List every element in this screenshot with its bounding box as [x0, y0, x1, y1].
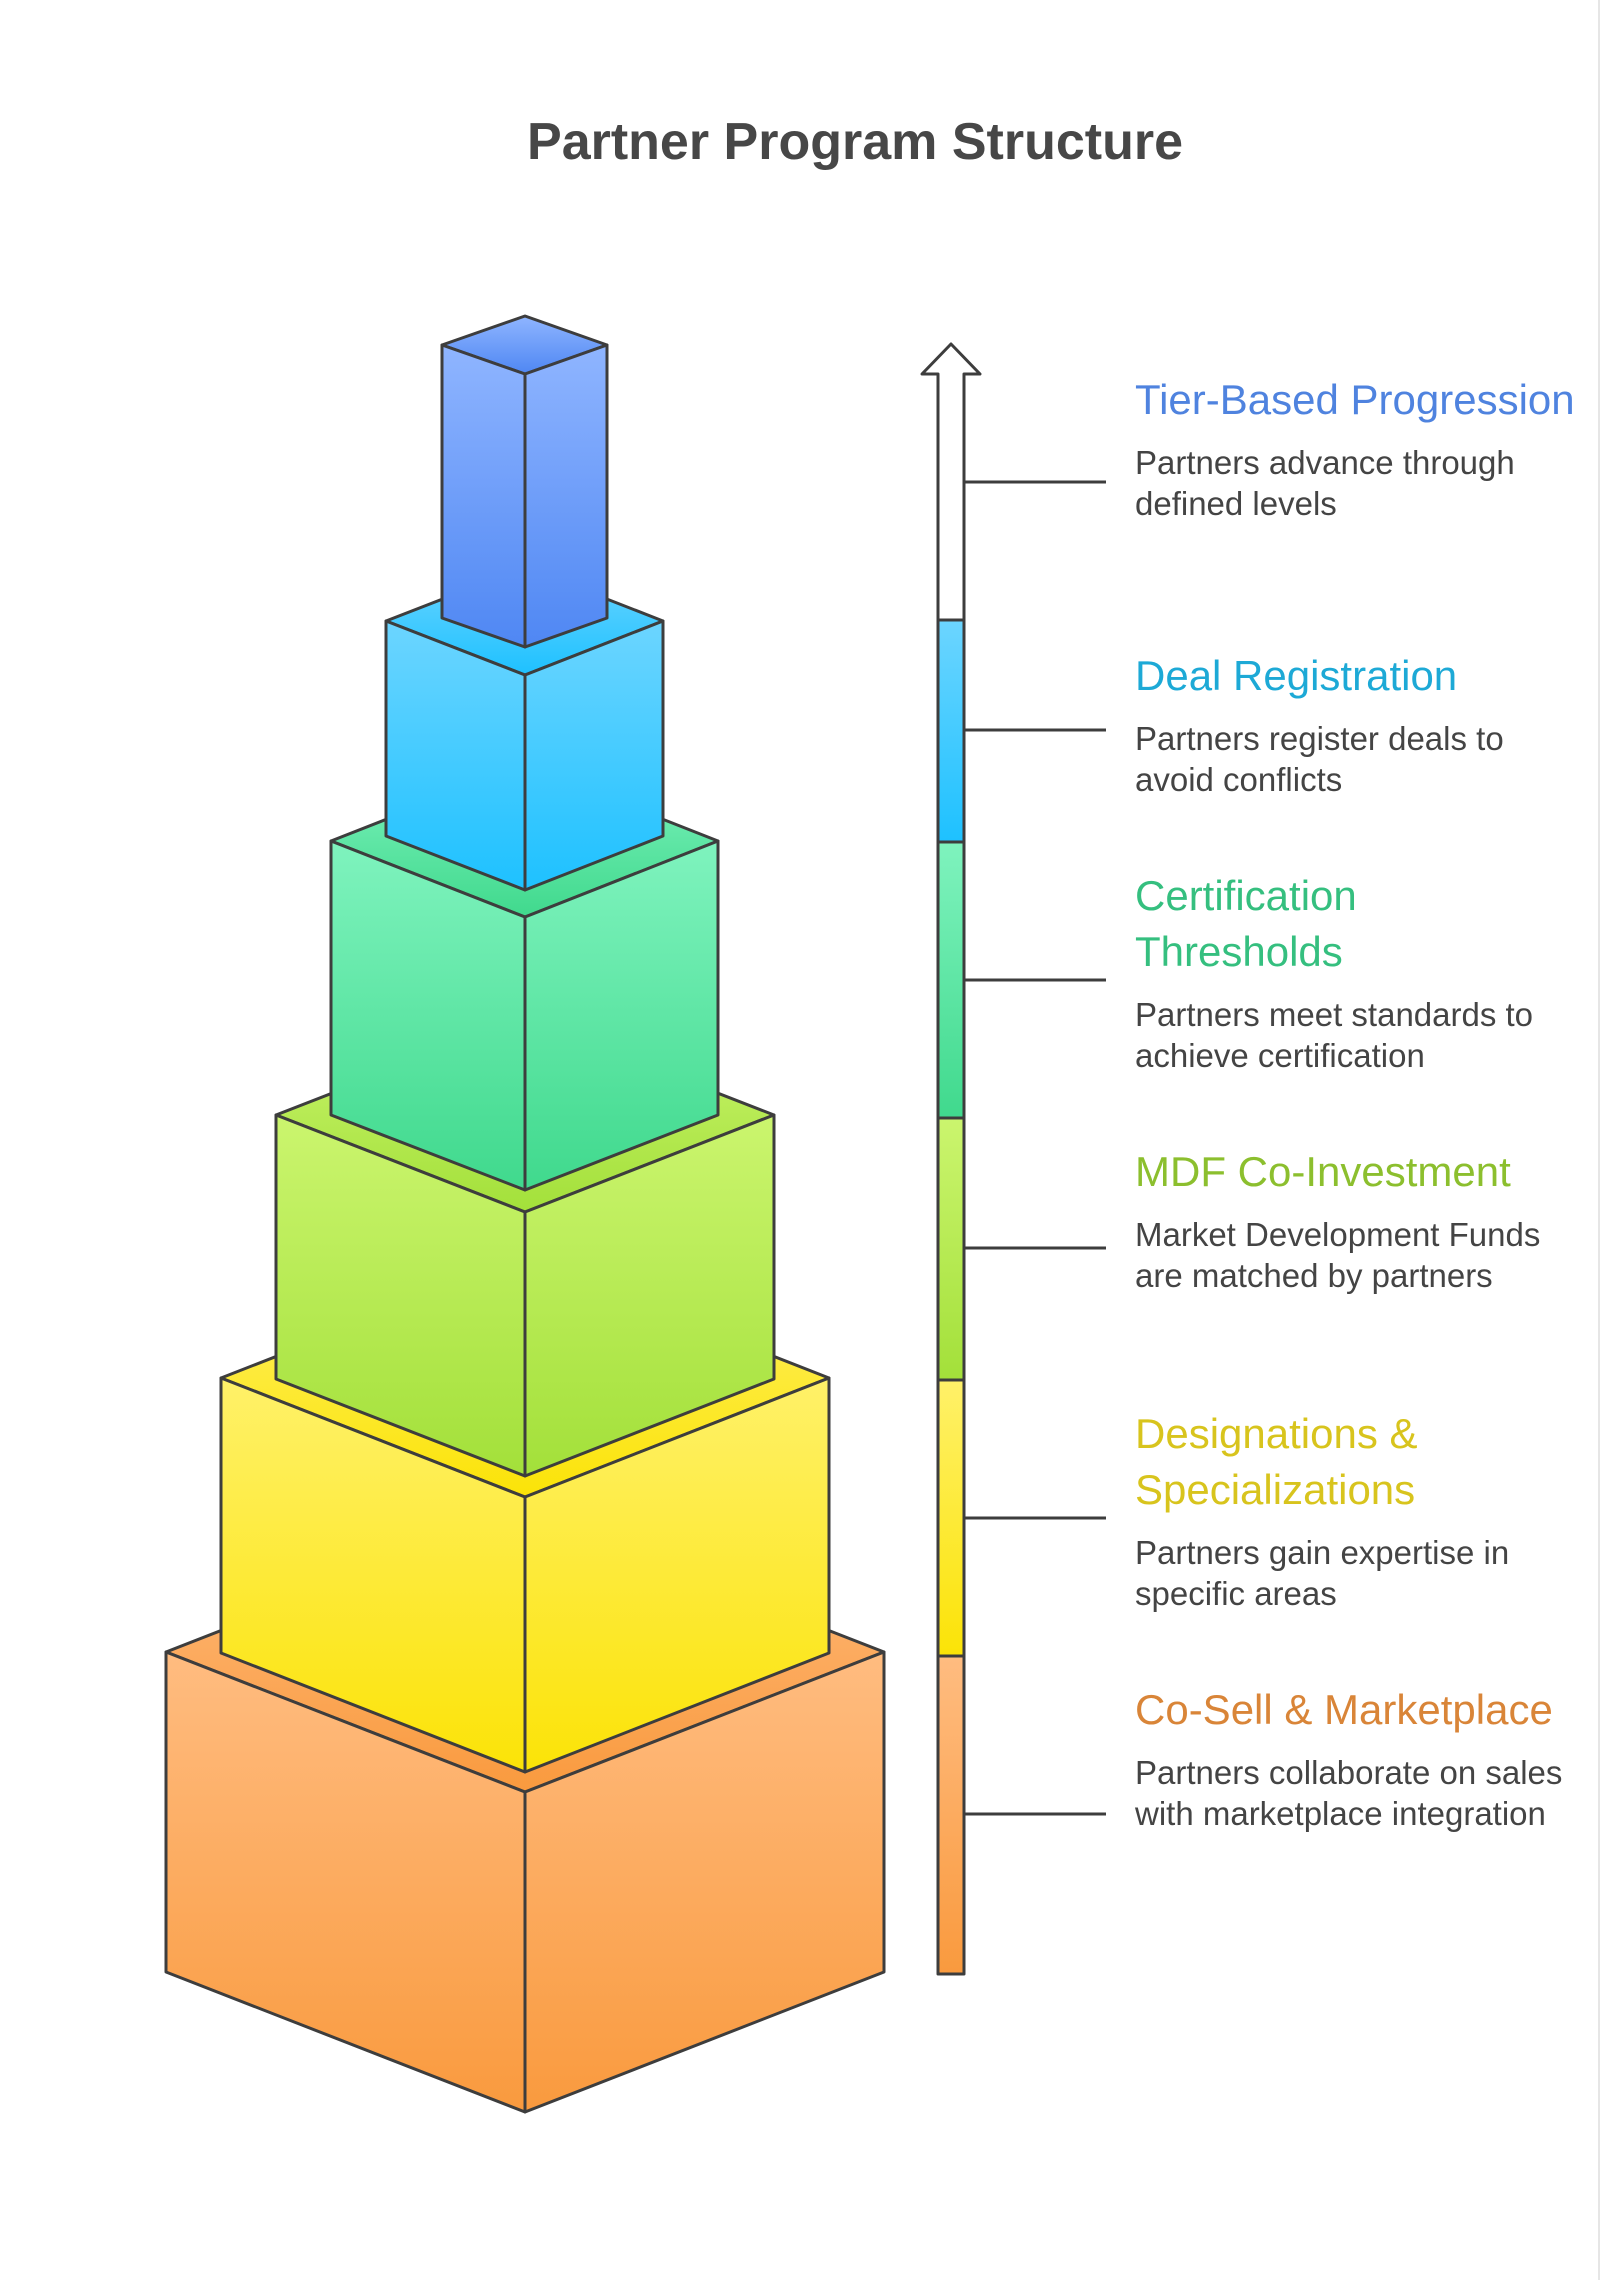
- level-certification-thresholds: Certification Thresholds Partners meet s…: [1135, 868, 1575, 1076]
- level-description: Partners register deals to avoid conflic…: [1135, 720, 1504, 798]
- arrow-segment-deal-registration: [938, 620, 964, 842]
- level-description: Partners collaborate on sales with marke…: [1135, 1754, 1563, 1832]
- progression-arrow: [920, 342, 982, 1976]
- arrow-segment-mdf-co-investment: [938, 1118, 964, 1380]
- page-title: Partner Program Structure: [527, 113, 1183, 171]
- level-heading: Co-Sell & Marketplace: [1135, 1686, 1553, 1733]
- level-deal-registration: Deal Registration Partners register deal…: [1135, 648, 1575, 800]
- level-heading: Deal Registration: [1135, 652, 1458, 699]
- arrow-segment-certification-thresholds: [938, 842, 964, 1118]
- level-heading: MDF Co-Investment: [1135, 1148, 1511, 1195]
- level-description: Partners advance through defined levels: [1135, 444, 1515, 522]
- level-description: Partners gain expertise in specific area…: [1135, 1534, 1510, 1612]
- level-heading: Designations & Specializations: [1135, 1410, 1418, 1513]
- level-designations-specializations: Designations & Specializations Partners …: [1135, 1406, 1575, 1614]
- arrow-segment-co-sell-marketplace: [938, 1656, 964, 1974]
- level-co-sell-marketplace: Co-Sell & Marketplace Partners collabora…: [1135, 1682, 1575, 1834]
- block-tier-based-progression: [440, 314, 609, 649]
- level-description: Partners meet standards to achieve certi…: [1135, 996, 1534, 1074]
- level-heading: Tier-Based Progression: [1135, 376, 1575, 423]
- level-mdf-co-investment: MDF Co-Investment Market Development Fun…: [1135, 1144, 1575, 1296]
- arrow-segment-designations-specializations: [938, 1380, 964, 1656]
- arrow-segment-tier-based-progression: [938, 374, 964, 620]
- level-tier-based-progression: Tier-Based Progression Partners advance …: [1135, 372, 1575, 524]
- level-description: Market Development Funds are matched by …: [1135, 1216, 1541, 1294]
- level-heading: Certification Thresholds: [1135, 872, 1357, 975]
- arrow-segment-dividers: [938, 618, 964, 1658]
- label-connectors: [964, 480, 1106, 1816]
- page-edge: [1598, 0, 1600, 2280]
- arrow-outline: [920, 342, 982, 1976]
